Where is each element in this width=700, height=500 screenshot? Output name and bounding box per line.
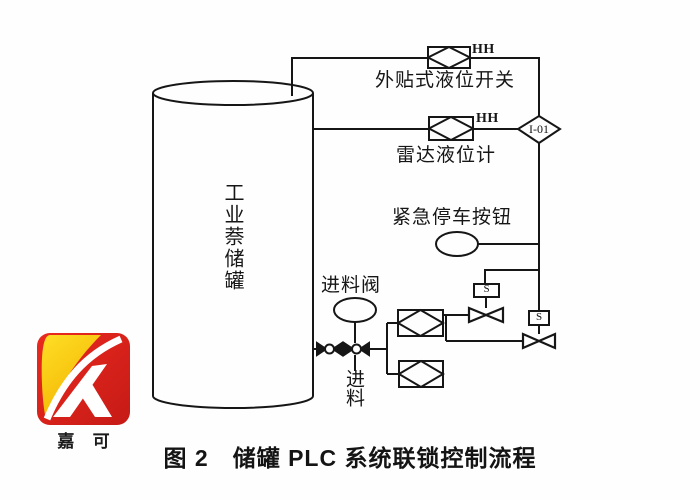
tank-label: 工业萘储罐: [221, 182, 243, 292]
logic-block-upper: [397, 309, 444, 337]
level-switch-block: [427, 46, 471, 69]
company-logo: 嘉 可: [37, 333, 130, 451]
logic-output-lines: [443, 314, 523, 342]
hand-valve: [316, 341, 343, 357]
estop-label: 紧急停车按钮: [392, 207, 513, 228]
logo-text: 嘉 可: [57, 432, 117, 451]
feed-valve-actuator: [333, 297, 377, 323]
figure-caption: 图 2 储罐 PLC 系统联锁控制流程: [163, 445, 537, 471]
hh-tag-switch: HH: [472, 42, 495, 57]
solenoid-2-tag: S: [535, 311, 543, 323]
solenoid-valve-1: [467, 269, 539, 324]
radar-gauge-block: [428, 116, 474, 141]
logo-mark: [37, 333, 130, 425]
level-switch-label: 外贴式液位开关: [375, 70, 516, 91]
storage-tank: [152, 80, 314, 409]
interlock-tag: I-01: [529, 122, 549, 136]
radar-gauge-loop: [313, 115, 518, 142]
estop-button: [435, 231, 539, 257]
feed-label: 进料: [342, 369, 364, 407]
feed-valve-symbol: [343, 341, 370, 357]
hh-tag-radar: HH: [476, 111, 499, 126]
level-switch-loop: [291, 45, 540, 116]
feed-pipe: [313, 297, 387, 371]
solenoid-1-tag: S: [483, 283, 490, 295]
solenoid-valve-2: [521, 310, 557, 350]
radar-gauge-label: 雷达液位计: [396, 145, 497, 166]
logic-block-lower: [398, 360, 444, 388]
logic-blocks: [386, 308, 445, 389]
feed-valve-label: 进料阀: [321, 275, 382, 296]
